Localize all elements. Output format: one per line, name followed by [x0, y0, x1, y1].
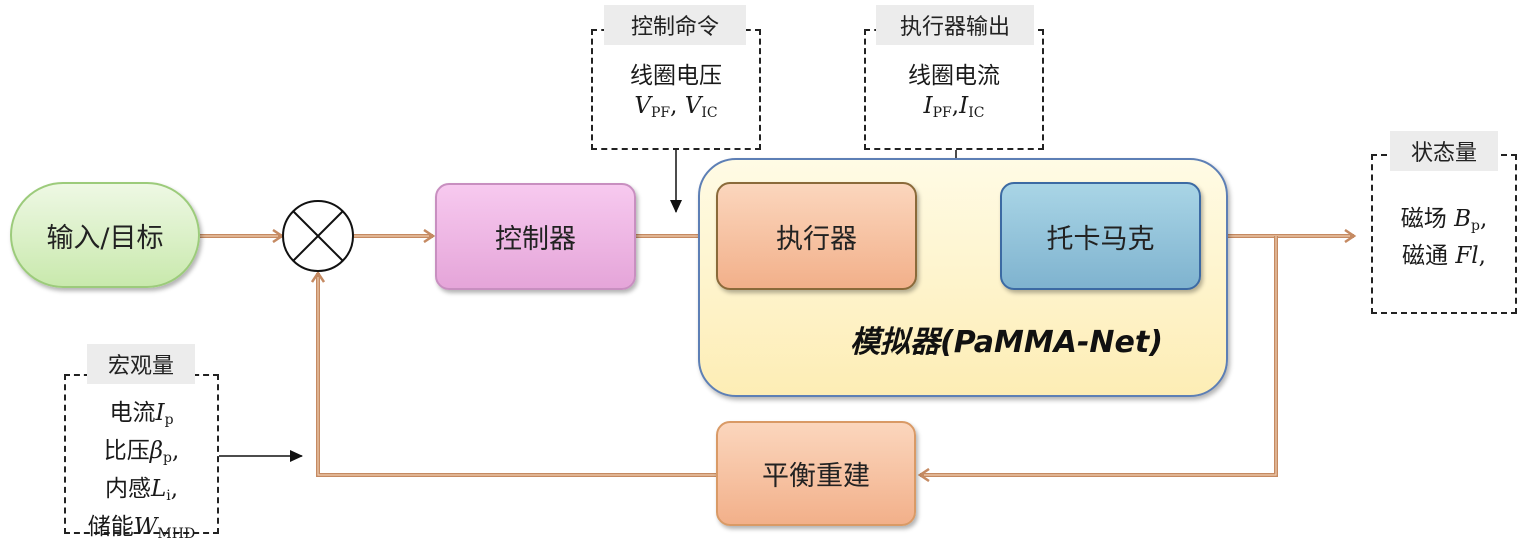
state-line-1: 磁场 Bp, — [1400, 206, 1488, 234]
actuator-output-vars: IPF,IIC — [923, 93, 985, 121]
control-command-title: 控制命令 — [604, 5, 746, 45]
control-command-vars: VPF, VIC — [634, 93, 718, 121]
macro-line-3: 内感Li, — [104, 476, 179, 504]
tokamak-label: 托卡马克 — [1046, 223, 1155, 255]
wire-equilibrium-to-sum — [318, 273, 716, 477]
actuator-block: 执行器 — [716, 182, 917, 290]
state-quantities-box: 磁场 Bp, 磁通 Fl, — [1371, 154, 1517, 314]
macro-quantities-title: 宏观量 — [87, 344, 195, 384]
control-command-box: 线圈电压 VPF, VIC — [591, 29, 761, 150]
macro-quantities-box: 电流Ip 比压βp, 内感Li, 储能WMHD — [64, 374, 219, 542]
controller-label: 控制器 — [495, 224, 576, 255]
state-line-2: 磁通 Fl, — [1402, 243, 1486, 269]
actuator-output-box: 线圈电流 IPF,IIC — [864, 29, 1044, 150]
summing-junction — [282, 200, 354, 272]
macro-line-1: 电流Ip — [109, 400, 174, 428]
actuator-output-title: 执行器输出 — [876, 5, 1034, 45]
equilibrium-reconstruction-block: 平衡重建 — [716, 421, 916, 526]
simulator-label: 模拟器(PaMMA-Net) — [850, 325, 1163, 360]
input-target-block: 输入/目标 — [10, 182, 200, 288]
equilibrium-label: 平衡重建 — [762, 461, 870, 492]
actuator-label: 执行器 — [776, 223, 857, 255]
control-command-text: 线圈电压 — [630, 63, 722, 89]
macro-line-2: 比压βp, — [103, 438, 180, 466]
tokamak-block: 托卡马克 — [1000, 182, 1201, 290]
macro-line-4: 储能WMHD — [87, 514, 196, 542]
input-target-label: 输入/目标 — [46, 222, 164, 254]
state-quantities-title: 状态量 — [1390, 131, 1498, 171]
actuator-output-text: 线圈电流 — [908, 63, 1000, 89]
controller-block: 控制器 — [435, 183, 636, 290]
